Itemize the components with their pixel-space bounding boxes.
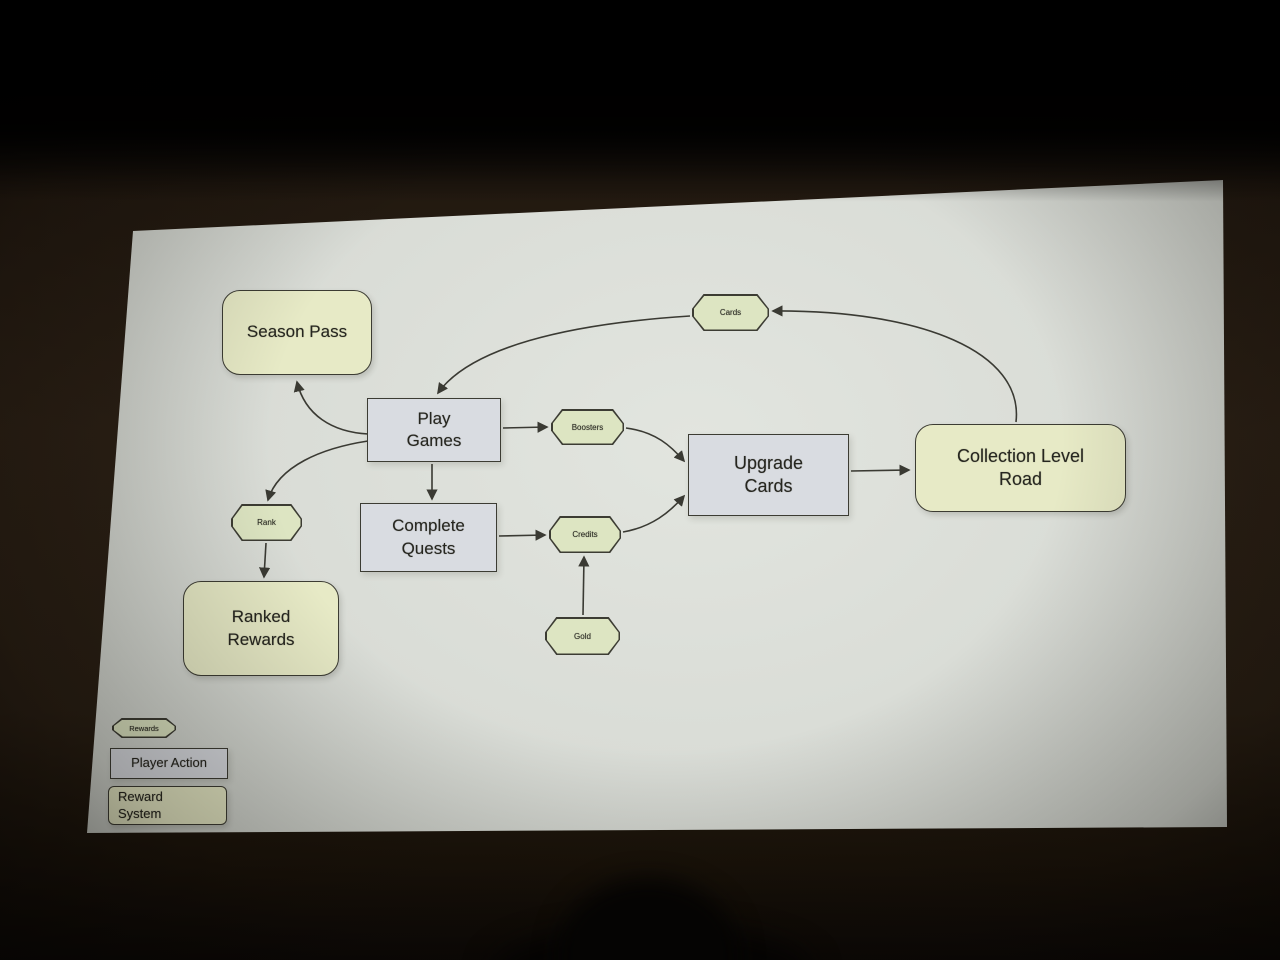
octagon-fill: Rewards — [113, 719, 175, 737]
node-label: Rank — [257, 518, 276, 527]
node-gold: Gold — [545, 617, 620, 655]
node-label: Season Pass — [246, 322, 348, 342]
octagon-fill: Rank — [232, 505, 301, 540]
node-label: Ranked Rewards — [227, 607, 295, 649]
edge-playgames-seasonpass — [293, 380, 369, 435]
node-cards: Cards — [692, 294, 769, 331]
edge-playgames-rank — [265, 440, 369, 502]
edge-collection-cards — [771, 305, 1018, 423]
node-label: Upgrade Cards — [733, 452, 804, 496]
edge-gold-credits — [578, 555, 590, 616]
node-rank: Rank — [231, 504, 302, 541]
node-label: Cards — [719, 308, 742, 317]
edge-credits-upgradecards — [622, 494, 686, 533]
node-label: Complete Quests — [392, 516, 465, 558]
node-boosters: Boosters — [551, 409, 624, 445]
legend-label: Rewards — [129, 723, 159, 733]
edge-upgradecards-collection — [850, 464, 911, 476]
octagon-fill: Boosters — [552, 410, 623, 444]
legend-label: Player Action — [131, 755, 207, 771]
node-ranked-rewards: Ranked Rewards — [183, 581, 339, 676]
edge-completequests-credits — [498, 529, 547, 541]
legend-player-action: Player Action — [110, 748, 228, 779]
node-collection-level-road: Collection Level Road — [915, 424, 1126, 512]
edge-playgames-boosters — [502, 421, 549, 433]
node-label: Collection Level Road — [956, 445, 1085, 489]
octagon-fill: Credits — [550, 517, 620, 552]
node-label: Gold — [574, 631, 591, 641]
node-play-games: Play Games — [367, 398, 501, 462]
edge-rank-rankedrewards — [258, 542, 271, 579]
legend-label: Reward System — [118, 788, 163, 821]
legend-rewards: Rewards — [112, 718, 176, 738]
octagon-fill: Cards — [693, 295, 768, 330]
legend-reward-system: Reward System — [108, 786, 227, 825]
edge-cards-playgames — [437, 315, 691, 395]
node-label: Boosters — [571, 422, 604, 432]
node-label: Credits — [572, 530, 598, 539]
octagon-fill: Gold — [546, 618, 619, 654]
node-complete-quests: Complete Quests — [360, 503, 497, 572]
node-credits: Credits — [549, 516, 621, 553]
node-season-pass: Season Pass — [222, 290, 372, 375]
node-upgrade-cards: Upgrade Cards — [688, 434, 849, 516]
edge-boosters-upgradecards — [625, 427, 686, 463]
node-label: Play Games — [406, 408, 462, 450]
